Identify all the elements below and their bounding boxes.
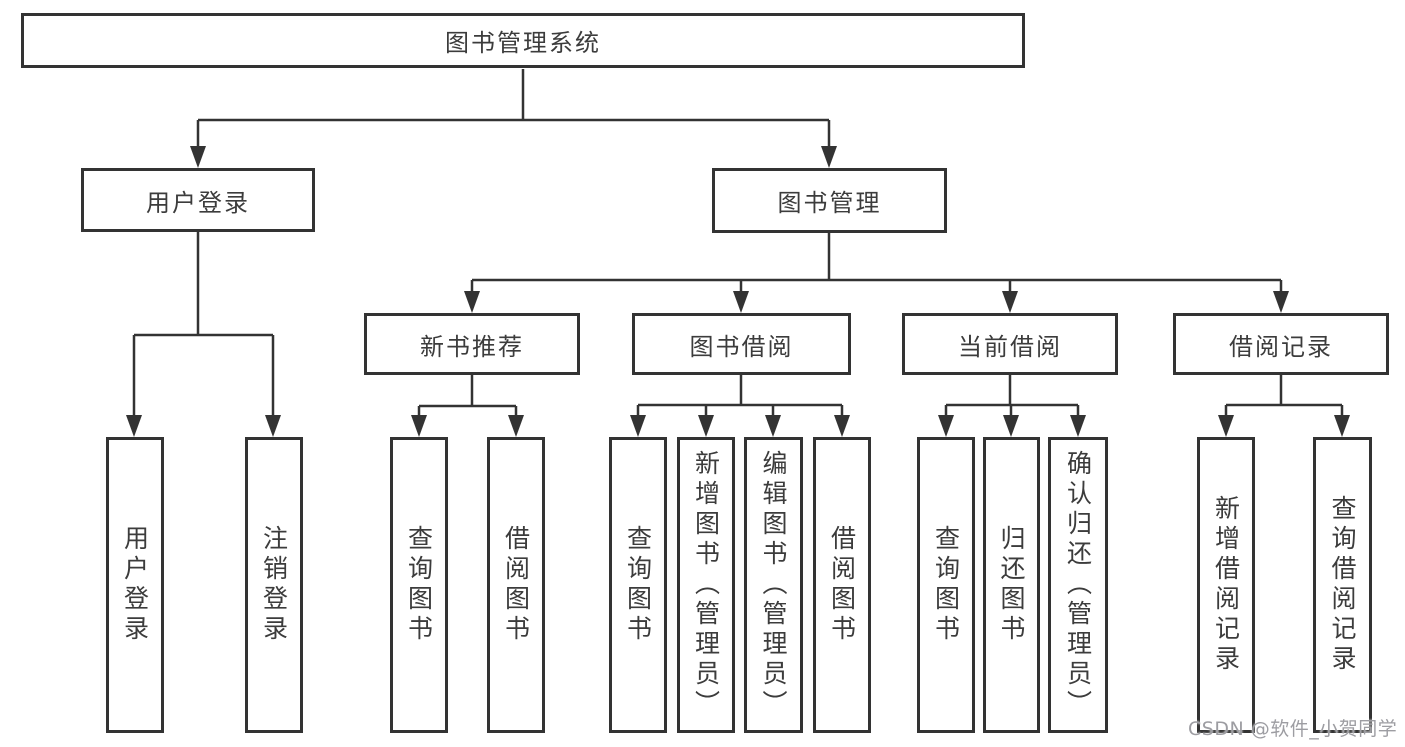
leaf-add-borrow-record: 新增借阅记录	[1197, 437, 1255, 733]
arrowhead	[464, 291, 480, 313]
connector-book-management	[470, 233, 1283, 295]
arrowhead	[1218, 415, 1234, 437]
node-book-borrowing: 图书借阅	[632, 313, 851, 375]
leaf-logout: 注销登录	[245, 437, 303, 733]
node-book-management: 图书管理	[712, 168, 947, 233]
arrowhead	[733, 291, 749, 313]
arrowhead	[508, 415, 524, 437]
arrowhead	[1334, 415, 1350, 437]
leaf-user-login: 用户登录	[106, 437, 164, 733]
node-library-management-system: 图书管理系统	[21, 13, 1025, 68]
node-new-book-recommend: 新书推荐	[364, 313, 580, 375]
arrowhead	[1273, 291, 1289, 313]
connector-current-borrowing	[944, 375, 1080, 419]
arrowhead	[821, 146, 837, 168]
node-current-borrowing: 当前借阅	[902, 313, 1118, 375]
leaf-query-borrow-record: 查询借阅记录	[1313, 437, 1372, 733]
leaf-query-books-recommend: 查询图书	[390, 437, 448, 733]
arrowhead	[126, 415, 142, 437]
arrowhead	[265, 415, 281, 437]
connector-new-book-recommend	[417, 375, 518, 419]
arrowhead	[938, 415, 954, 437]
leaf-confirm-return-admin: 确认归还（管理员）	[1048, 437, 1108, 733]
connector-user-login	[132, 232, 275, 419]
connector-root	[196, 69, 831, 150]
node-borrow-records: 借阅记录	[1173, 313, 1389, 375]
leaf-borrow-books-recommend: 借阅图书	[487, 437, 545, 733]
arrowhead	[411, 415, 427, 437]
arrowhead	[190, 146, 206, 168]
leaf-edit-books-admin: 编辑图书（管理员）	[744, 437, 803, 733]
connector-book-borrowing	[636, 375, 844, 419]
arrowhead	[630, 415, 646, 437]
leaf-query-books-borrowing: 查询图书	[609, 437, 667, 733]
arrowhead	[698, 415, 714, 437]
csdn-watermark: CSDN @软件_小贺同学	[1188, 718, 1398, 740]
arrowhead	[765, 415, 781, 437]
connector-borrow-records	[1224, 375, 1344, 419]
leaf-query-books-current: 查询图书	[917, 437, 975, 733]
leaf-add-books-admin: 新增图书（管理员）	[677, 437, 735, 733]
arrowhead	[1070, 415, 1086, 437]
node-user-login: 用户登录	[81, 168, 315, 232]
arrowhead	[1003, 415, 1019, 437]
arrowhead	[834, 415, 850, 437]
leaf-borrow-books-borrowing: 借阅图书	[813, 437, 871, 733]
leaf-return-books: 归还图书	[983, 437, 1040, 733]
arrowhead	[1002, 291, 1018, 313]
